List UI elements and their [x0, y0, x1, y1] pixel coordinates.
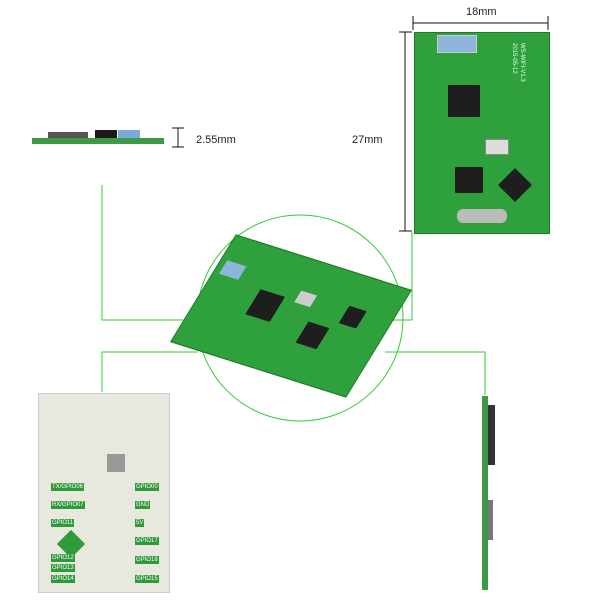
pin-label: GND	[135, 501, 151, 509]
pin-label: GPIO11	[51, 519, 75, 527]
crystal	[485, 139, 509, 155]
pin-label: GPIO17	[135, 537, 159, 545]
pin-label: TX/GPIO06	[51, 483, 85, 491]
bottom-view-board: TX/GPIO06 RX/GPIO07 GPIO11 GPIO12 GPIO13…	[38, 393, 170, 593]
height-label: 27mm	[352, 134, 383, 146]
side-view-board	[32, 138, 164, 144]
pads	[457, 209, 507, 223]
pin-label: GPIO14	[51, 575, 75, 583]
thickness-label: 2.55mm	[196, 134, 236, 146]
board-model-text: WS-WIFI-V1.3	[519, 43, 525, 82]
edge-view-board	[482, 396, 488, 590]
top-view-board: WS-WIFI-V1.3 2015-05-12	[414, 32, 550, 234]
pin-label: GPIO00	[135, 483, 159, 491]
side-view-shield	[95, 130, 117, 138]
bottom-pad	[107, 454, 125, 472]
pin-label: GPIO13	[51, 564, 75, 572]
line-bottom-view	[101, 351, 198, 392]
pin-label: RX/GPIO07	[51, 501, 85, 509]
line-top-view	[385, 232, 413, 321]
pin-label: GPIO18	[135, 556, 159, 564]
pin-label: GPIO12	[51, 554, 75, 562]
line-side-view	[101, 185, 198, 321]
capacitor	[437, 35, 477, 53]
edge-view-component	[488, 405, 495, 465]
capacitor-center	[219, 260, 247, 280]
edge-view-component	[488, 500, 493, 540]
side-view-capacitor	[118, 130, 140, 138]
width-label: 18mm	[466, 6, 497, 18]
line-edge-view	[385, 351, 486, 395]
pin-label: GPIO15	[135, 575, 159, 583]
crystal-center	[294, 290, 318, 308]
board-date-text: 2015-05-12	[511, 43, 517, 74]
side-view-component	[48, 132, 88, 138]
pin-label: 5V	[135, 519, 145, 527]
